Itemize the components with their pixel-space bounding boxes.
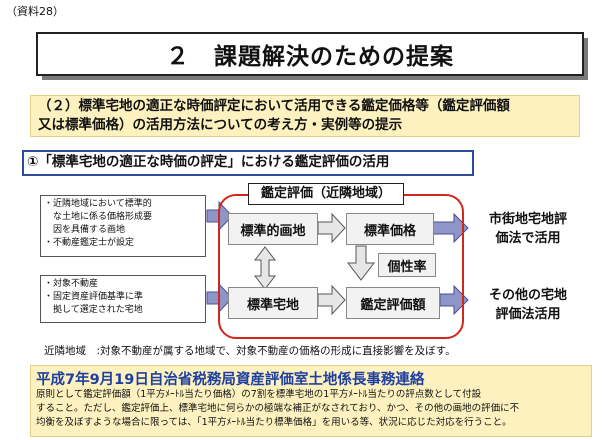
standard-parcel-box: 標準的画地 xyxy=(228,213,318,245)
arrow-to-result-bottom-icon xyxy=(439,284,469,316)
standard-parcel-label: 標準的画地 xyxy=(240,223,306,239)
document-reference: （資料28） xyxy=(6,5,64,18)
note-standard-parcel: ・近隣地域において標準的 な土地に係る価格形成要 因を具備する画地 ・不動産鑑定… xyxy=(40,195,206,257)
note-top-line-1: ・近隣地域において標準的 xyxy=(44,199,152,209)
notice-line-2: すること。ただし、鑑定評価上、標準宅地に何らかの極端な補正がなされており、かつ、… xyxy=(36,403,520,414)
standard-lot-label: 標準宅地 xyxy=(246,297,299,313)
notice-title: 平成7年9月19日自治省税務局資産評価室土地係長事務連絡 xyxy=(36,372,425,388)
notice-body: 原則として鑑定評価額（1平方ﾒｰﾄﾙ当たり価格）の7割を標準宅地の1平方ﾒｰﾄﾙ… xyxy=(36,388,588,430)
subtitle: （２）標準宅地の適正な時価評定において活用できる鑑定価格等（鑑定評価額 又は標準… xyxy=(38,97,576,135)
subtitle-line-2: 又は標準価格）の活用方法についての考え方・実例等の提示 xyxy=(38,117,403,133)
appraised-value-box: 鑑定評価額 xyxy=(346,287,440,319)
note-bottom-line-1: ・対象不動産 xyxy=(44,279,99,289)
page-title: ２ 課題解決のための提案 xyxy=(36,32,584,76)
individuality-rate-label: 個性率 xyxy=(387,259,427,275)
appraised-value-label: 鑑定評価額 xyxy=(360,297,426,313)
result-other-method: その他の宅地 評価法活用 xyxy=(472,286,584,324)
section-heading-frame xyxy=(22,150,474,176)
footnote-neighborhood-definition: 近隣地域 :対象不動産が属する地域で、対象不動産の価格の形成に直接影響を及ぼす。 xyxy=(44,345,456,357)
result-urban-method: 市街地宅地評 価法で活用 xyxy=(472,210,584,248)
arrow-lot-to-appraised-icon xyxy=(317,284,346,316)
result-bottom-line-1: その他の宅地 xyxy=(488,288,567,303)
result-top-line-2: 価法で活用 xyxy=(495,231,561,246)
standard-price-box: 標準価格 xyxy=(346,213,434,245)
arrow-price-to-appraised-icon xyxy=(346,245,376,281)
note-top-line-3: 因を具備する画地 xyxy=(44,225,126,235)
section-heading: ①「標準宅地の適正な時価の評定」における鑑定評価の活用 xyxy=(27,154,390,170)
standard-price-label: 標準価格 xyxy=(363,223,416,239)
result-bottom-line-2: 評価法活用 xyxy=(495,307,561,322)
note-top-line-2: な土地に係る価格形成要 xyxy=(44,212,153,222)
note-bottom-line-3: 拠して選定された宅地 xyxy=(44,305,143,315)
standard-lot-box: 標準宅地 xyxy=(228,287,318,319)
appraisal-label: 鑑定評価（近隣地域） xyxy=(248,183,404,205)
note-top-line-4: ・不動産鑑定士が設定 xyxy=(44,238,135,248)
notice-panel xyxy=(30,365,592,437)
subtitle-panel xyxy=(30,95,580,137)
note-bottom-line-2: ・固定資産評価基準に準 xyxy=(44,292,144,302)
subtitle-line-1: （２）標準宅地の適正な時価評定において活用できる鑑定価格等（鑑定評価額 xyxy=(38,98,510,114)
notice-line-3: 均衡を及ぼすような場合に限っては、「1平方ﾒｰﾄﾙ当たり標準価格」を用いる等、状… xyxy=(36,417,512,428)
individuality-rate-box: 個性率 xyxy=(378,253,436,277)
notice-line-1: 原則として鑑定評価額（1平方ﾒｰﾄﾙ当たり価格）の7割を標準宅地の1平方ﾒｰﾄﾙ… xyxy=(36,389,482,400)
arrow-parcel-to-price-icon xyxy=(317,212,346,244)
arrow-to-result-top-icon xyxy=(431,212,469,244)
result-top-line-1: 市街地宅地評 xyxy=(488,212,567,227)
note-standard-lot: ・対象不動産 ・固定資産評価基準に準 拠して選定された宅地 xyxy=(40,275,206,323)
